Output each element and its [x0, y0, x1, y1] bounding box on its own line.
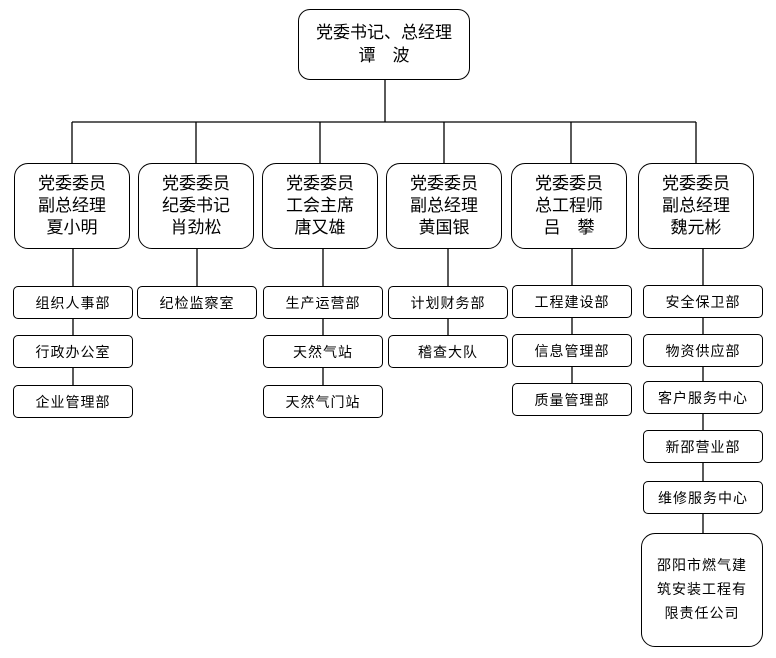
leader-box-1: 党委委员 副总经理 夏小明 — [14, 163, 130, 249]
leader-name: 魏元彬 — [670, 218, 722, 238]
department-box: 信息管理部 — [512, 334, 632, 367]
leader-box-2: 党委委员 纪委书记 肖劲松 — [138, 163, 254, 249]
top-executive-box: 党委书记、总经理 谭 波 — [298, 9, 470, 80]
department-label: 信息管理部 — [534, 343, 610, 360]
leader-role-line: 党委委员 — [286, 174, 354, 194]
leader-role-line: 党委委员 — [162, 174, 230, 194]
department-box: 计划财务部 — [388, 286, 508, 319]
department-label: 企业管理部 — [35, 394, 111, 411]
department-label: 新邵营业部 — [665, 439, 741, 456]
leader-name: 唐又雄 — [294, 218, 346, 238]
department-box: 生产运营部 — [263, 286, 383, 319]
department-box: 行政办公室 — [13, 335, 133, 368]
leader-box-6: 党委委员 副总经理 魏元彬 — [638, 163, 754, 249]
department-label: 计划财务部 — [410, 295, 486, 312]
department-label: 生产运营部 — [285, 295, 361, 312]
leader-box-3: 党委委员 工会主席 唐又雄 — [262, 163, 378, 249]
department-box: 企业管理部 — [13, 385, 133, 418]
department-label: 天然气站 — [293, 344, 353, 361]
leader-role-line: 副总经理 — [662, 196, 730, 216]
leader-role-line: 副总经理 — [38, 196, 106, 216]
department-label: 客户服务中心 — [658, 390, 748, 407]
department-label: 维修服务中心 — [658, 490, 748, 507]
department-box: 维修服务中心 — [643, 481, 763, 514]
department-box: 新邵营业部 — [643, 430, 763, 463]
department-box: 质量管理部 — [512, 383, 632, 416]
department-label: 物资供应部 — [665, 343, 741, 360]
department-label: 行政办公室 — [35, 344, 111, 361]
leader-name: 吕 攀 — [543, 218, 595, 238]
department-label: 稽查大队 — [418, 344, 478, 361]
leader-role-line: 总工程师 — [535, 196, 603, 216]
department-box: 天然气门站 — [263, 385, 383, 418]
department-label: 安全保卫部 — [665, 294, 741, 311]
leader-role-line: 党委委员 — [38, 174, 106, 194]
department-label: 组织人事部 — [35, 295, 111, 312]
department-box: 组织人事部 — [13, 286, 133, 319]
leader-role-line: 纪委书记 — [162, 196, 230, 216]
leader-role-line: 党委委员 — [662, 174, 730, 194]
leader-name: 黄国银 — [418, 218, 470, 238]
department-label: 纪检监察室 — [159, 295, 235, 312]
leader-name: 肖劲松 — [170, 218, 222, 238]
department-box: 纪检监察室 — [137, 286, 257, 319]
top-executive-title: 党委书记、总经理 — [316, 22, 452, 43]
department-box: 物资供应部 — [643, 334, 763, 367]
leader-role-line: 工会主席 — [286, 196, 354, 216]
department-box: 天然气站 — [263, 335, 383, 368]
department-box: 稽查大队 — [388, 335, 508, 368]
leader-role-line: 副总经理 — [410, 196, 478, 216]
department-box: 工程建设部 — [512, 285, 632, 318]
department-label: 工程建设部 — [534, 294, 610, 311]
top-executive-name: 谭 波 — [358, 45, 410, 66]
subsidiary-company-box: 邵阳市燃气建筑安装工程有限责任公司 — [641, 533, 763, 647]
leader-box-4: 党委委员 副总经理 黄国银 — [386, 163, 502, 249]
leader-role-line: 党委委员 — [535, 174, 603, 194]
department-label: 质量管理部 — [534, 392, 610, 409]
subsidiary-company-name: 邵阳市燃气建筑安装工程有限责任公司 — [657, 558, 747, 622]
leader-box-5: 党委委员 总工程师 吕 攀 — [511, 163, 627, 249]
department-box: 安全保卫部 — [643, 285, 763, 318]
department-label: 天然气门站 — [285, 394, 361, 411]
leader-role-line: 党委委员 — [410, 174, 478, 194]
leader-name: 夏小明 — [46, 218, 98, 238]
department-box: 客户服务中心 — [643, 381, 763, 414]
